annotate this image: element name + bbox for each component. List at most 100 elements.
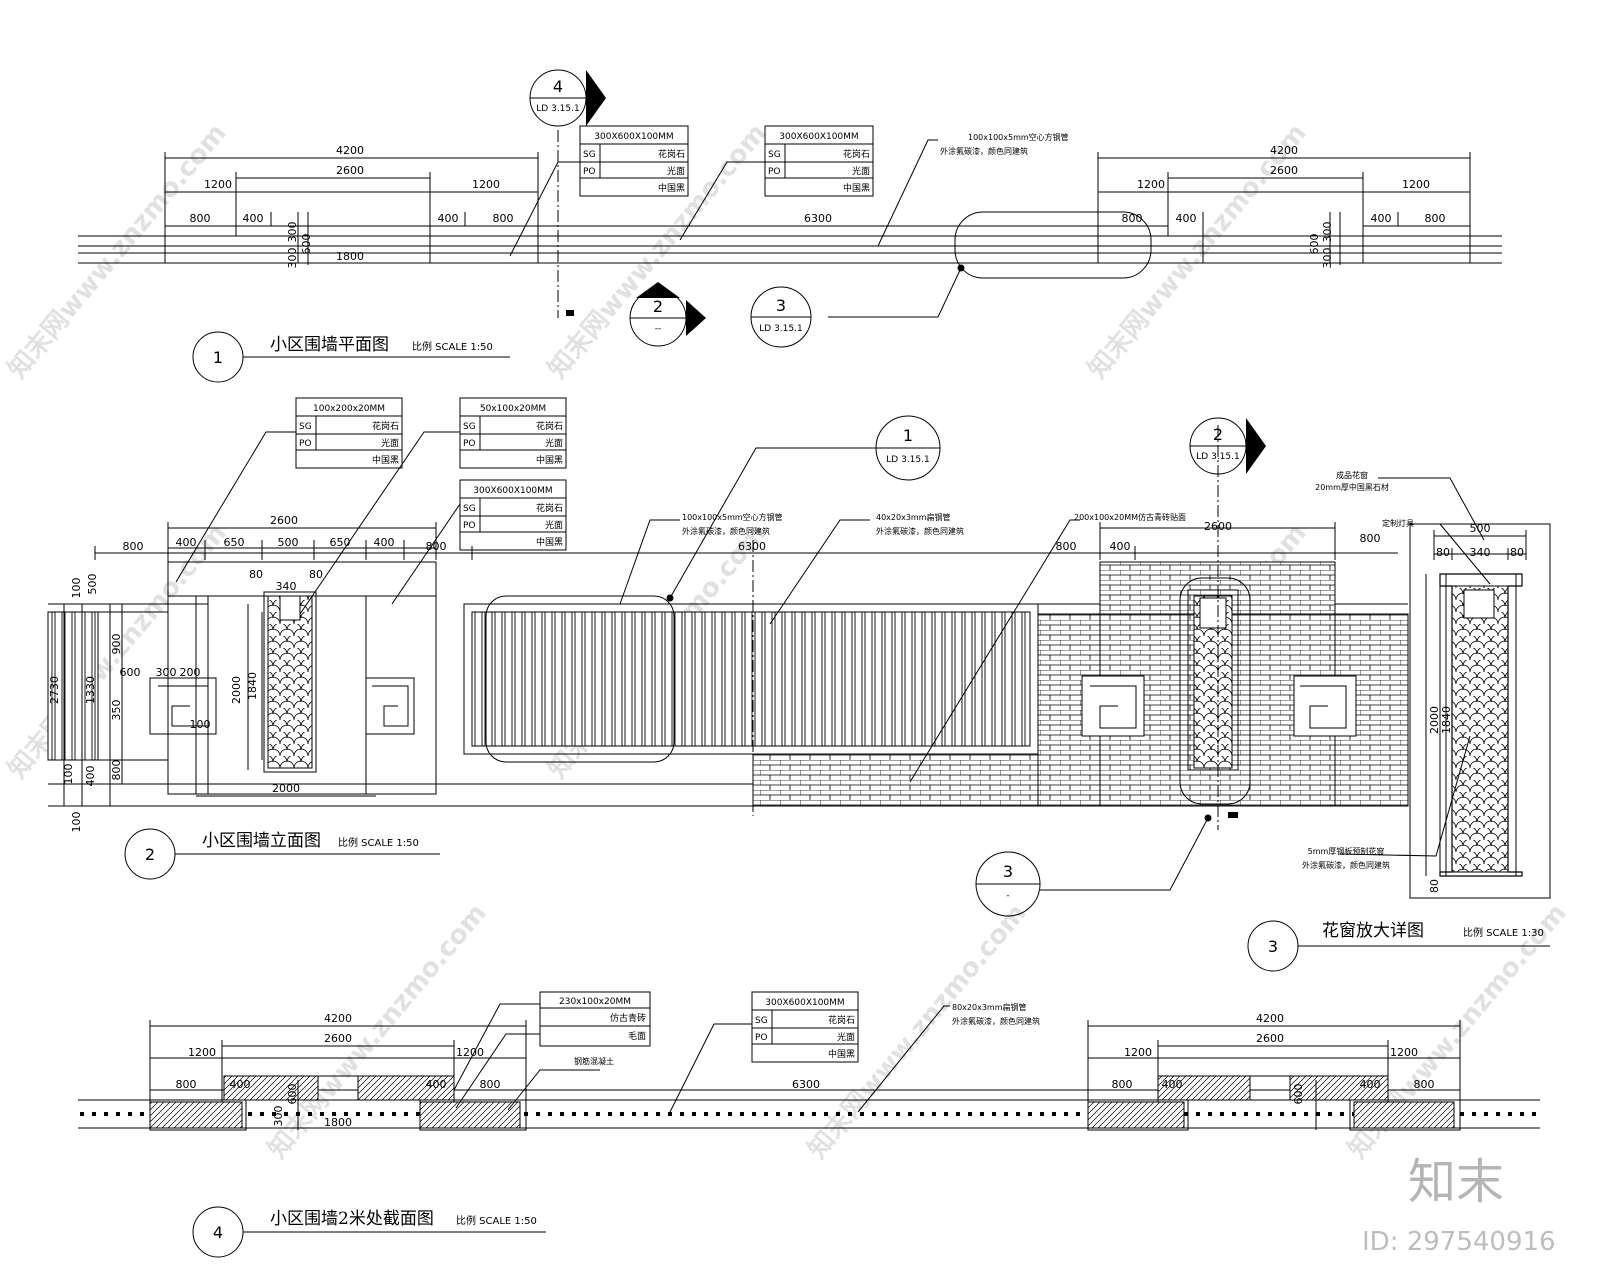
dim-label: 1800 bbox=[324, 1116, 352, 1129]
dim-label: 6300 bbox=[792, 1078, 820, 1091]
material-code: SG bbox=[299, 422, 312, 432]
dim-label: 80 bbox=[1510, 546, 1524, 559]
dim-label: 1840 bbox=[1440, 706, 1453, 734]
material-name: 花岗石 bbox=[536, 502, 563, 514]
detail-view bbox=[1340, 478, 1550, 898]
dim-label: 2000 bbox=[1428, 706, 1441, 734]
material-code: SG bbox=[755, 1016, 768, 1026]
material-note: 100x100x5mm空心方钢管 bbox=[968, 132, 1069, 142]
dim-label: 400 bbox=[1360, 1078, 1381, 1091]
detail-title bbox=[1248, 921, 1550, 971]
dim-label: 2600 bbox=[1204, 520, 1232, 533]
plan-view bbox=[78, 70, 1502, 382]
view-number: 4 bbox=[213, 1223, 223, 1242]
material-color: 中国黑 bbox=[828, 1048, 855, 1060]
plan-text: 4200 2600 1200 1200 800 400 400 800 6300… bbox=[190, 77, 1446, 367]
dim-label: 800 bbox=[426, 540, 447, 553]
dim-label: 4200 bbox=[1256, 1012, 1284, 1025]
dim-label: 100 bbox=[70, 578, 83, 599]
view-number: 3 bbox=[1268, 937, 1278, 956]
material-size: 300X600X100MM bbox=[765, 998, 844, 1008]
dim-label: 500 bbox=[86, 574, 99, 595]
dim-label: 80 bbox=[1436, 546, 1450, 559]
material-code: SG bbox=[463, 422, 476, 432]
dim-label: 350 bbox=[110, 700, 123, 721]
callout-sheet-ref: - bbox=[1006, 891, 1009, 901]
brand-watermark: 知末 bbox=[1408, 1154, 1504, 1210]
dim-label: 4200 bbox=[324, 1012, 352, 1025]
dim-label: 6300 bbox=[804, 212, 832, 225]
dim-label: 2600 bbox=[270, 514, 298, 527]
material-color: 中国黑 bbox=[658, 182, 685, 194]
material-finish: 光面 bbox=[381, 437, 399, 449]
dim-label: 800 bbox=[493, 212, 514, 225]
material-size: 300X600X100MM bbox=[594, 132, 673, 142]
material-code: PO bbox=[768, 167, 781, 177]
callout-number: 1 bbox=[903, 426, 913, 445]
dim-label: 400 bbox=[230, 1078, 251, 1091]
view-scale: 比例 SCALE 1:50 bbox=[456, 1214, 537, 1227]
dim-label: 340 bbox=[276, 580, 297, 593]
dim-label: 2600 bbox=[336, 164, 364, 177]
callout-sheet-ref: LD 3.15.1 bbox=[886, 455, 929, 465]
material-note: 200x100x20MM仿古青砖贴面 bbox=[1074, 512, 1186, 522]
dim-label: 600 bbox=[1308, 234, 1321, 255]
dim-label: 1840 bbox=[246, 672, 259, 700]
detail-label: 定制灯具 bbox=[1382, 518, 1414, 528]
detail-text: 成品花窗 20mm厚中国黑石材 定制灯具 500 80 340 80 2000 … bbox=[1302, 470, 1524, 893]
view-scale: 比例 SCALE 1:50 bbox=[412, 340, 493, 353]
dim-label: 2000 bbox=[272, 782, 300, 795]
material-name: 花岗石 bbox=[828, 1014, 855, 1026]
material-color: 中国黑 bbox=[372, 454, 399, 466]
callout-sheet-ref: -- bbox=[655, 324, 662, 334]
dim-label: 1200 bbox=[1124, 1046, 1152, 1059]
dim-label: 340 bbox=[1470, 546, 1491, 559]
material-finish: 毛面 bbox=[628, 1030, 646, 1042]
elevation-text: 100x200x20MM SG 花岗石 PO 光面 中国黑 50x100x20M… bbox=[48, 404, 1381, 901]
dim-label: 80 bbox=[249, 568, 263, 581]
material-note: 100x100x5mm空心方钢管 bbox=[682, 512, 783, 522]
callout-number: 4 bbox=[553, 77, 563, 96]
dim-label: 800 bbox=[1122, 212, 1143, 225]
dim-label: 400 bbox=[426, 1078, 447, 1091]
dim-label: 400 bbox=[176, 536, 197, 549]
callout-number: 3 bbox=[776, 296, 786, 315]
callout-number: 2 bbox=[1213, 425, 1223, 444]
dim-label: 600 bbox=[120, 666, 141, 679]
dim-label: 300 bbox=[1321, 248, 1334, 269]
dim-label: 1200 bbox=[1402, 178, 1430, 191]
view-number: 2 bbox=[145, 845, 155, 864]
dim-label: 6300 bbox=[738, 540, 766, 553]
dim-label: 800 bbox=[1112, 1078, 1133, 1091]
dim-label: 300 bbox=[156, 666, 177, 679]
dim-label: 400 bbox=[1110, 540, 1131, 553]
view-title: 小区围墙立面图 bbox=[202, 831, 321, 851]
view-title: 花窗放大详图 bbox=[1322, 921, 1424, 941]
material-size: 300X600X100MM bbox=[473, 486, 552, 496]
dim-label: 600 bbox=[1292, 1084, 1305, 1105]
material-note: 外涂氟碳漆，颜色同建筑 bbox=[940, 146, 1028, 156]
dim-label: 800 bbox=[1414, 1078, 1435, 1091]
section-view bbox=[78, 992, 1540, 1257]
dim-label: 2600 bbox=[324, 1032, 352, 1045]
dim-label: 900 bbox=[110, 634, 123, 655]
material-note: 外涂氟碳漆，颜色同建筑 bbox=[1302, 860, 1390, 870]
dim-label: 500 bbox=[1470, 522, 1491, 535]
material-code: SG bbox=[463, 504, 476, 514]
dim-label: 1800 bbox=[336, 250, 364, 263]
dim-label: 80 bbox=[1428, 879, 1441, 893]
material-note: 外涂氟碳漆，颜色同建筑 bbox=[952, 1016, 1040, 1026]
material-finish: 光面 bbox=[852, 165, 870, 177]
material-color: 中国黑 bbox=[536, 454, 563, 466]
dim-label: 800 bbox=[190, 212, 211, 225]
material-code: SG bbox=[583, 150, 596, 160]
material-code: PO bbox=[463, 521, 476, 531]
material-name: 花岗石 bbox=[536, 420, 563, 432]
dim-label: 1200 bbox=[1137, 178, 1165, 191]
dim-label: 400 bbox=[374, 536, 395, 549]
material-note: 40x20x3mm扁钢管 bbox=[876, 512, 951, 522]
callout-sheet-ref: LD 3.15.1 bbox=[759, 324, 802, 334]
material-finish: 光面 bbox=[667, 165, 685, 177]
material-code: SG bbox=[768, 150, 781, 160]
